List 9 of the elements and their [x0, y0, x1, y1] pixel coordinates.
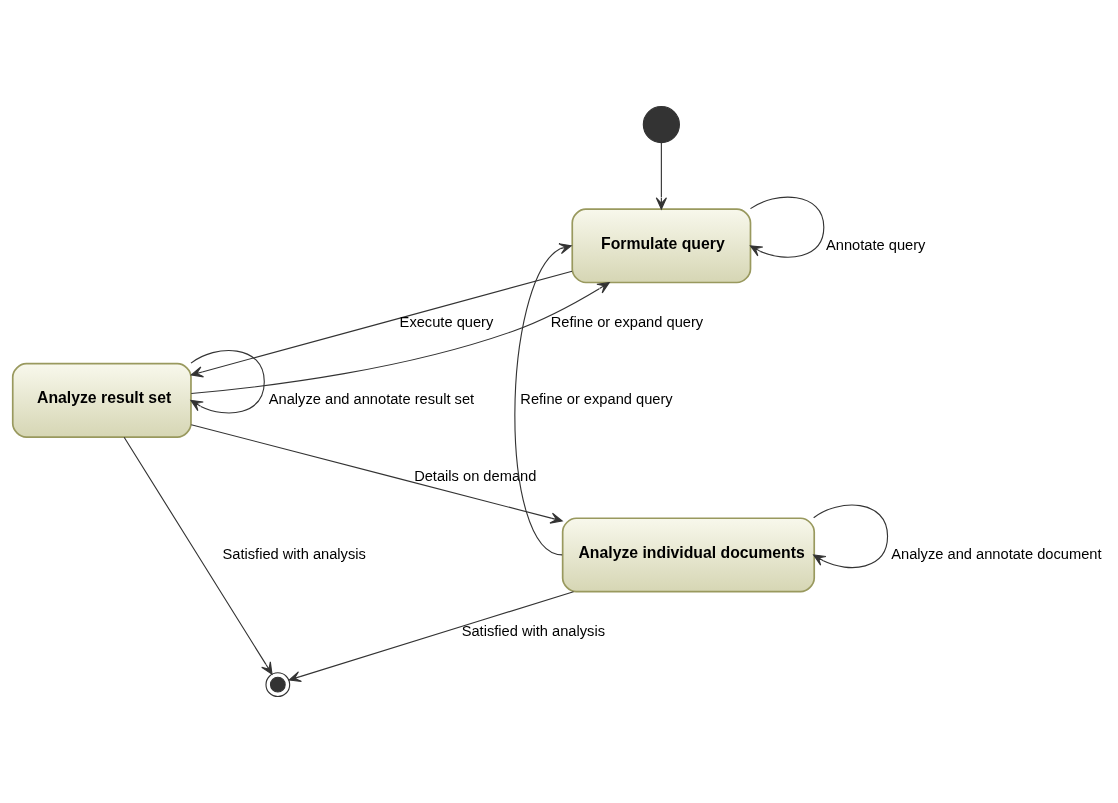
edge-label: Satisfied with analysis — [222, 545, 366, 562]
edge-label: Refine or expand query — [550, 313, 704, 330]
edge-label: Analyze and annotate result set — [268, 391, 475, 408]
edge-label: Execute query — [399, 313, 494, 330]
edge-label: Details on demand — [414, 468, 537, 485]
edge-label: Annotate query — [825, 236, 926, 253]
edge-label: Satisfied with analysis — [461, 623, 606, 640]
edge-label: Refine or expand query — [520, 391, 673, 408]
edge-label: Analyze and annotate document — [891, 545, 1102, 562]
